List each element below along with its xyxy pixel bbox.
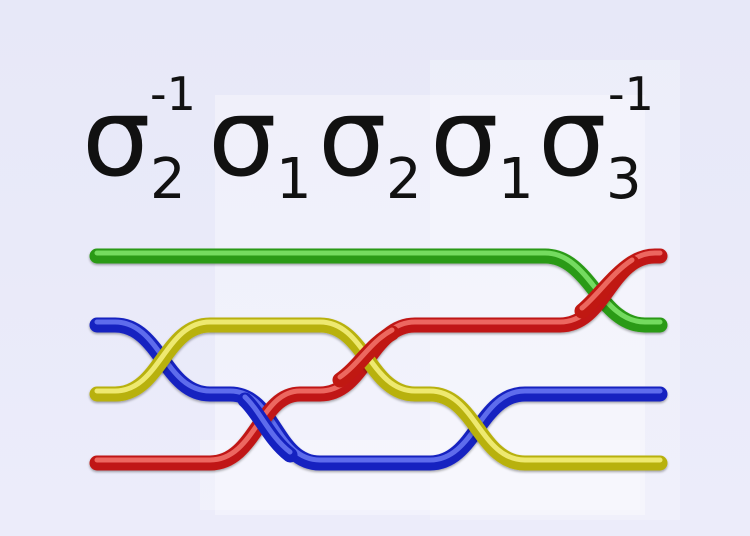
generator-symbol: σ bbox=[430, 76, 498, 201]
generator-symbol: σ bbox=[538, 76, 606, 201]
generator-symbol: σ bbox=[208, 76, 276, 201]
blue-over-red-crossing-highlight bbox=[242, 394, 293, 455]
generator-exponent: -1 bbox=[608, 67, 654, 121]
generator-index: 3 bbox=[606, 147, 642, 212]
generator-index: 2 bbox=[386, 147, 422, 212]
generator-symbol: σ bbox=[318, 76, 386, 201]
generator-index: 2 bbox=[150, 147, 186, 212]
generator-symbol: σ bbox=[82, 76, 150, 201]
red-over-yellow-crossing-highlight bbox=[337, 327, 395, 380]
red-over-green-crossing-highlight bbox=[579, 257, 635, 311]
background-panel bbox=[200, 440, 640, 510]
braid-word-formula: σ 2 -1 σ 1 σ 2 σ 1 σ 3 -1 bbox=[82, 67, 654, 212]
generator-index: 1 bbox=[276, 147, 312, 212]
red-strand bbox=[89, 248, 668, 471]
generator-exponent: -1 bbox=[150, 67, 196, 121]
generator-index: 1 bbox=[498, 147, 534, 212]
